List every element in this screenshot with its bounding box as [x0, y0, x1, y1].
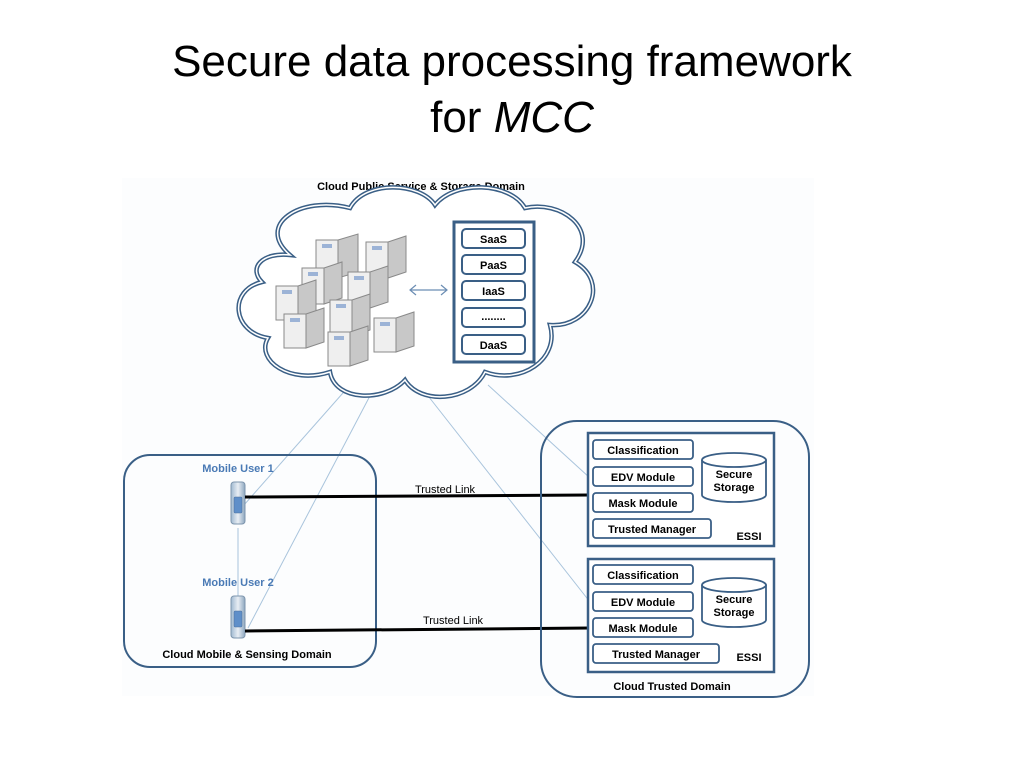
essi-2-module-mask — [592, 617, 694, 638]
essi-2-storage-line1: Secure — [716, 594, 753, 606]
title-line-2-prefix: for — [430, 93, 494, 142]
essi-2-label-mask: Mask Module — [608, 623, 677, 635]
essi-2-tag: ESSI — [736, 652, 761, 664]
trusted-link-2-line — [244, 626, 591, 633]
essi-1-storage-line2: Storage — [714, 482, 755, 494]
service-list: SaaS PaaS IaaS ........ DaaS — [461, 228, 526, 355]
title-line-2-emphasis: MCC — [493, 93, 594, 142]
title-line-1: Secure data processing framework — [172, 37, 852, 86]
title-line-2: for MCC — [0, 90, 1024, 146]
database-icon — [701, 452, 767, 503]
essi-1-module-classification — [592, 439, 694, 460]
bidirectional-arrow — [409, 284, 448, 296]
trusted-link-1-line — [244, 493, 591, 499]
connector-cloud-to-user2 — [247, 391, 373, 629]
essi-1-module-mask — [592, 492, 694, 513]
essi-1-module-trusted-manager — [592, 518, 712, 539]
trusted-domain: Classification EDV Module Mask Module Tr… — [540, 420, 810, 698]
service-box-more — [461, 307, 526, 328]
trusted-link-1-label: Trusted Link — [415, 484, 476, 496]
service-box-iaas — [461, 280, 526, 301]
essi-2-label-trusted-manager: Trusted Manager — [612, 649, 701, 661]
server-rack-6 — [329, 293, 371, 337]
cloud-shape-inner — [237, 186, 594, 398]
service-label-paas: PaaS — [480, 260, 507, 272]
service-label-saas: SaaS — [480, 234, 507, 246]
phone-icon — [230, 481, 246, 525]
essi-1-tag: ESSI — [736, 531, 761, 543]
essi-1-storage-line1: Secure — [716, 469, 753, 481]
service-label-iaas: IaaS — [482, 286, 505, 298]
essi-1-module-edv — [592, 466, 694, 487]
service-box-saas — [461, 228, 526, 249]
mobile-user-1-label: Mobile User 1 — [202, 463, 274, 475]
service-label-daas: DaaS — [480, 340, 508, 352]
essi-2-module-classification — [592, 564, 694, 585]
trusted-domain-border — [540, 420, 810, 698]
mobile-user-2-label: Mobile User 2 — [202, 577, 274, 589]
server-cluster — [275, 233, 415, 367]
trusted-domain-label: Cloud Trusted Domain — [613, 681, 731, 693]
trusted-link-2-label: Trusted Link — [423, 615, 484, 627]
service-box-daas — [461, 334, 526, 355]
essi-2-storage-line2: Storage — [714, 607, 755, 619]
service-box-paas — [461, 254, 526, 275]
slide-title: Secure data processing framework for MCC — [0, 34, 1024, 146]
mobile-domain-border — [123, 454, 377, 668]
server-rack-7 — [283, 307, 325, 349]
trusted-links: Trusted Link Trusted Link — [244, 484, 591, 633]
connector-lines — [237, 384, 591, 629]
connector-cloud-to-essi2 — [424, 391, 591, 603]
essi-1-label-classification: Classification — [607, 445, 679, 457]
database-icon — [701, 577, 767, 628]
service-label-more: ........ — [481, 311, 505, 323]
server-rack-8 — [373, 311, 415, 353]
mobile-domain-label: Cloud Mobile & Sensing Domain — [162, 649, 332, 661]
connector-cloud-to-essi1 — [487, 384, 591, 479]
essi-2-module-edv — [592, 591, 694, 612]
mobile-domain: Mobile User 1 Mobile User 2 Cloud Mobile… — [123, 454, 377, 668]
phone-icon — [230, 595, 246, 639]
server-rack-9 — [327, 325, 369, 367]
essi-1-label-edv: EDV Module — [611, 472, 675, 484]
essi-1-label-mask: Mask Module — [608, 498, 677, 510]
connector-cloud-to-user1 — [243, 384, 351, 506]
essi-panel-2: Classification EDV Module Mask Module Tr… — [586, 557, 776, 674]
essi-2-module-trusted-manager — [592, 643, 720, 664]
essi-1-label-trusted-manager: Trusted Manager — [608, 524, 697, 536]
essi-2-label-edv: EDV Module — [611, 597, 675, 609]
essi-panel-1: Classification EDV Module Mask Module Tr… — [586, 431, 776, 548]
essi-2-label-classification: Classification — [607, 570, 679, 582]
cloud-domain: Cloud Public Service & Storage Domain Sa… — [236, 181, 596, 400]
